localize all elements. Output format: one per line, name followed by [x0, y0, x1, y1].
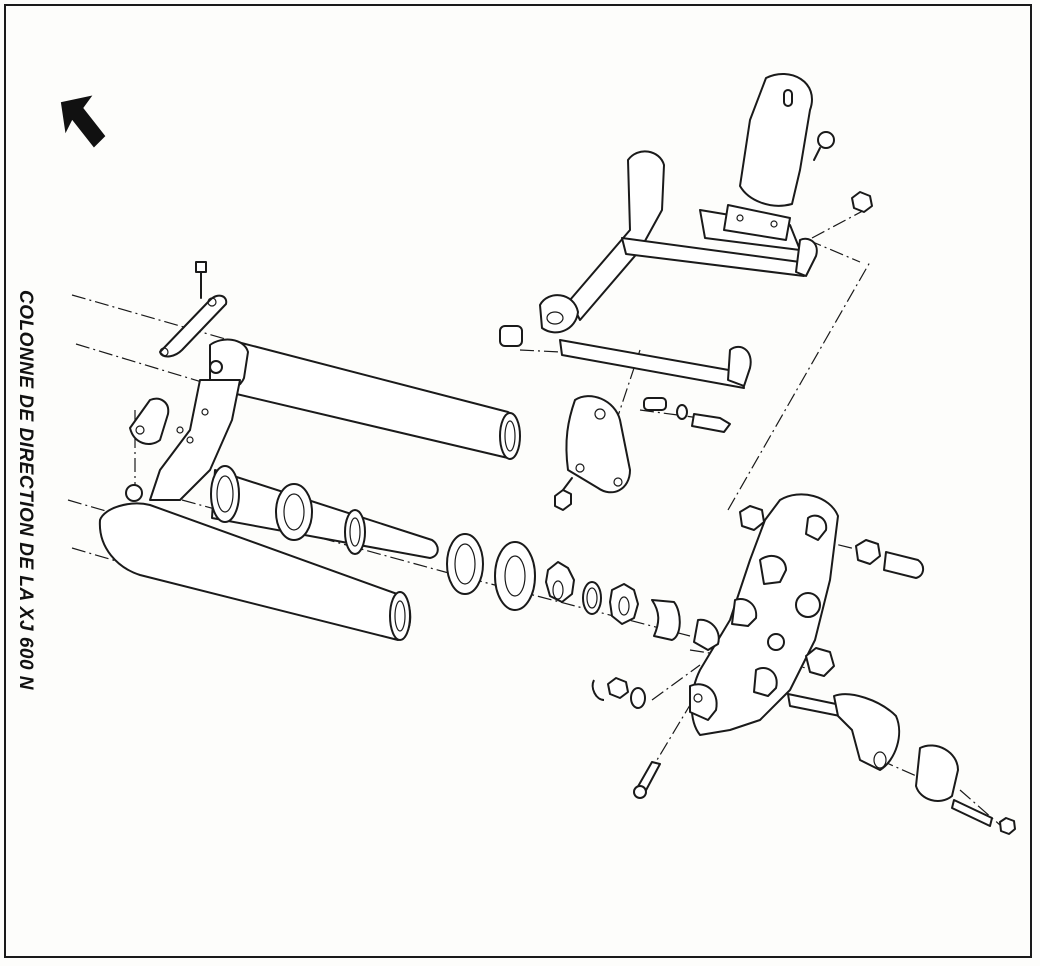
small-bolts-top [499, 131, 873, 347]
headlight-mount-plate [723, 73, 813, 241]
side-mount-plate [554, 395, 631, 511]
bold-arrow-up-left-icon [60, 95, 106, 148]
cable-bracket [159, 261, 228, 358]
bearing-assembly [446, 533, 681, 641]
page-border [4, 4, 1032, 958]
hose-clip [129, 397, 170, 445]
pinch-bolt-nuts-left [591, 677, 661, 799]
upper-fork-tube [209, 338, 521, 460]
handlebar-clamp [787, 693, 1016, 835]
clamp-nuts [739, 505, 924, 677]
lower-fork-tube [98, 484, 412, 641]
fork-yoke-bridge [149, 379, 241, 501]
pin-washer-bolt [643, 397, 731, 433]
lower-triple-clamp [689, 493, 839, 736]
steering-stem [210, 465, 439, 559]
